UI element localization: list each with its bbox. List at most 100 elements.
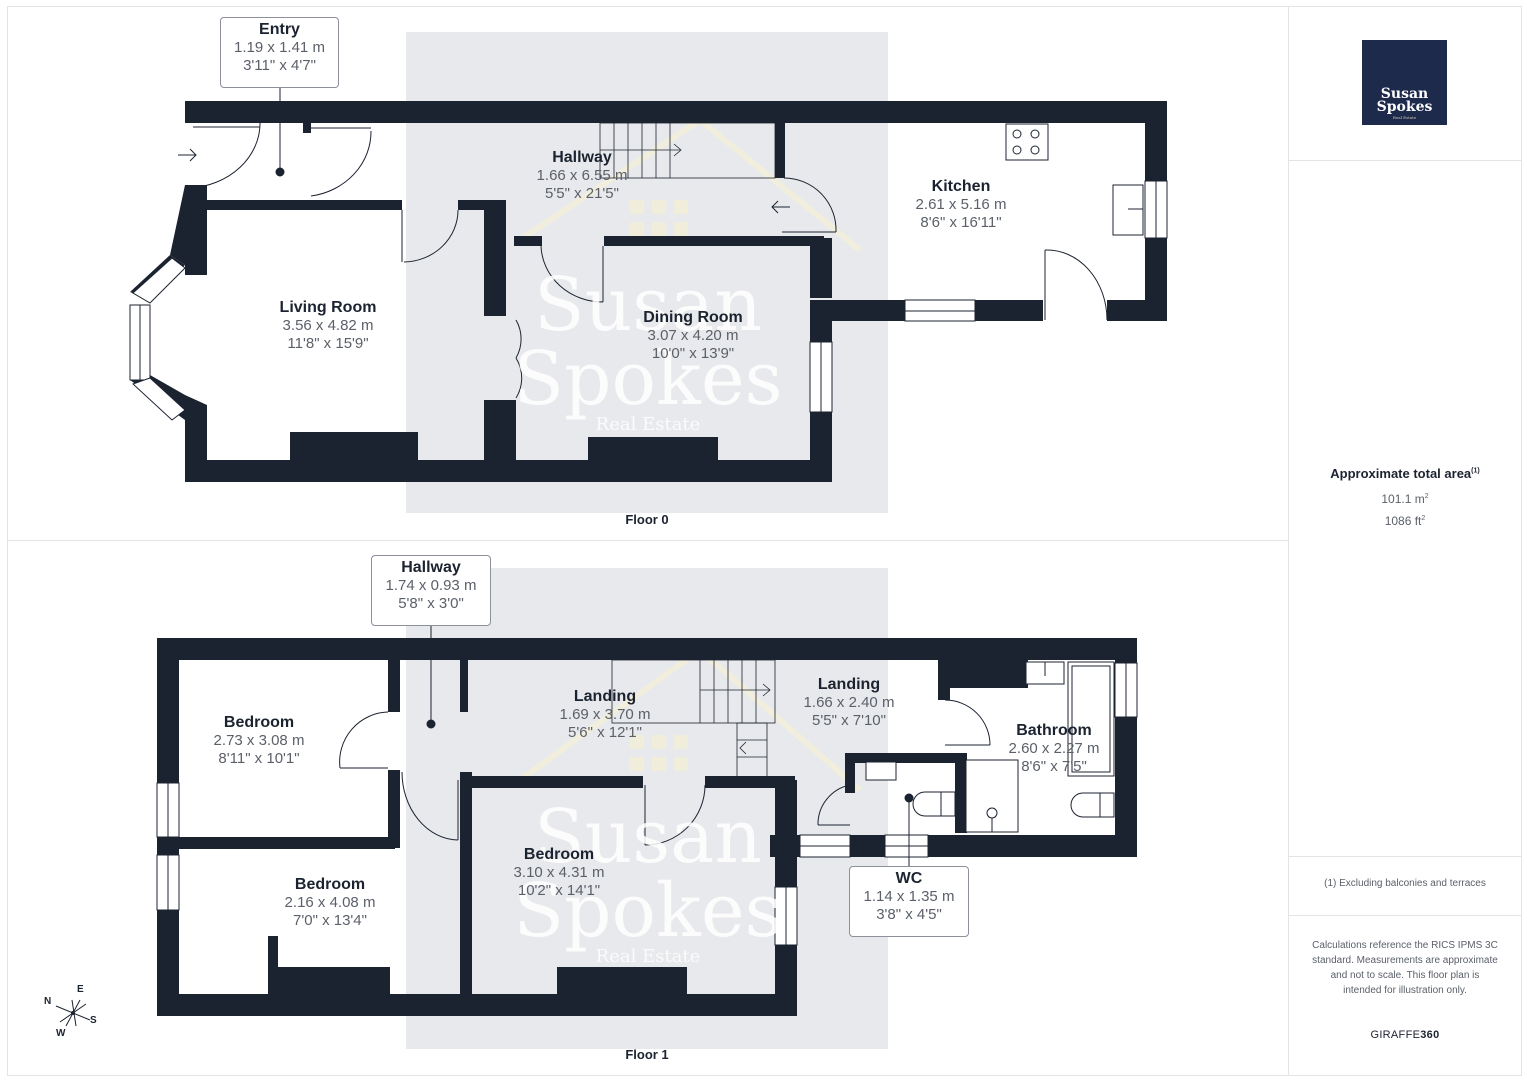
room-label-kitchen: Kitchen 2.61 x 5.16 m 8'6" x 16'11"	[916, 178, 1007, 231]
logo-line3: Real Estate	[1392, 115, 1417, 120]
disclaimer: Calculations reference the RICS IPMS 3C …	[1312, 940, 1498, 996]
room-name: Landing	[573, 688, 637, 705]
compass-e: E	[77, 984, 84, 995]
room-label-hallway-0: Hallway 1.66 x 6.55 m 5'5" x 21'5"	[537, 149, 628, 202]
room-label-landing-1: Landing 1.69 x 3.70 m 5'6" x 12'1"	[560, 688, 651, 741]
room-metric: 2.61 x 5.16 m	[915, 196, 1007, 214]
compass-n: N	[44, 996, 52, 1007]
giraffe360-brand: GIRAFFE360	[1289, 1029, 1521, 1041]
room-imperial: 5'5" x 7'10"	[812, 711, 886, 729]
company-logo: Susan Spokes Real Estate	[1362, 40, 1447, 125]
wc-callout-pin	[904, 793, 914, 866]
toilet-icon	[865, 761, 1115, 818]
sidebar-panel	[1288, 6, 1522, 1076]
brand-prefix: GIRAFFE	[1370, 1029, 1421, 1041]
room-label-bedroom-2: Bedroom 2.16 x 4.08 m 7'0" x 13'4"	[285, 876, 376, 929]
room-name: Bathroom	[1016, 722, 1092, 739]
floor-1-label: Floor 1	[625, 1047, 669, 1062]
room-imperial: 3'8" x 4'5"	[876, 906, 942, 924]
room-name: Entry	[259, 21, 300, 38]
room-name: Landing	[817, 676, 881, 693]
room-imperial: 7'0" x 13'4"	[293, 911, 367, 929]
room-imperial: 5'6" x 12'1"	[568, 723, 642, 741]
room-label-bedroom-3: Bedroom 3.10 x 4.31 m 10'2" x 14'1"	[514, 846, 605, 899]
room-name: Hallway	[552, 149, 612, 166]
room-name: Bedroom	[523, 846, 595, 863]
room-metric: 2.16 x 4.08 m	[284, 894, 376, 912]
floor-0-label: Floor 0	[625, 512, 669, 527]
sidebar-divider-mid	[1289, 856, 1521, 857]
entry-callout-pin	[275, 88, 285, 177]
room-metric: 1.19 x 1.41 m	[234, 39, 325, 57]
room-label-landing-2: Landing 1.66 x 2.40 m 5'5" x 7'10"	[804, 676, 895, 729]
area-footnote: (1) Excluding balconies and terraces	[1324, 878, 1486, 889]
room-callout-entry: Entry 1.19 x 1.41 m 3'11" x 4'7"	[220, 17, 339, 88]
room-metric: 1.66 x 2.40 m	[803, 694, 895, 712]
entry-arrow-icon	[178, 148, 790, 214]
room-imperial: 8'6" x 16'11"	[920, 213, 1002, 231]
room-imperial: 11'8" x 15'9"	[287, 334, 369, 352]
room-label-bedroom-1: Bedroom 2.73 x 3.08 m 8'11" x 10'1"	[214, 714, 305, 767]
room-imperial: 5'5" x 21'5"	[545, 184, 619, 202]
area-metric: 101.1 m2	[1289, 492, 1521, 506]
floor-1-doors	[339, 699, 991, 846]
room-name: Living Room	[279, 299, 377, 316]
room-imperial: 5'8" x 3'0"	[398, 595, 464, 613]
area-metric-value: 101.1 m	[1381, 492, 1425, 506]
logo-line1: Susan	[1380, 86, 1429, 102]
area-metric-exponent: 2	[1424, 493, 1429, 500]
room-imperial: 10'2" x 14'1"	[517, 881, 601, 899]
area-footnote-marker: (1)	[1471, 467, 1480, 475]
sink-icon	[1112, 184, 1144, 236]
room-metric: 1.66 x 6.55 m	[536, 167, 628, 185]
room-name: Bedroom	[223, 714, 295, 731]
floor-0-doors	[189, 122, 1108, 399]
room-imperial: 3'11" x 4'7"	[243, 57, 316, 75]
floor-0-stairs	[599, 122, 776, 179]
room-name: Dining Room	[643, 309, 743, 326]
room-label-living-room: Living Room 3.56 x 4.82 m 11'8" x 15'9"	[280, 299, 377, 352]
watermark-window-icon	[630, 200, 688, 771]
area-title: Approximate total area(1)	[1289, 466, 1521, 481]
compass-rose-icon	[55, 999, 91, 1027]
room-metric: 2.60 x 2.27 m	[1008, 740, 1100, 758]
room-metric: 3.07 x 4.20 m	[647, 327, 739, 345]
room-name: Kitchen	[931, 178, 991, 195]
room-label-dining-room: Dining Room 3.07 x 4.20 m 10'0" x 13'9"	[643, 309, 743, 362]
area-title-text: Approximate total area	[1330, 466, 1472, 481]
room-metric: 2.73 x 3.08 m	[213, 732, 305, 750]
hallway-callout-pin	[426, 626, 436, 729]
logo-line2: Spokes	[1376, 99, 1433, 115]
room-imperial: 8'6" x 7'5"	[1021, 757, 1087, 775]
sidebar-divider-top	[1289, 160, 1521, 161]
bathtub-icon	[1067, 661, 1115, 777]
room-imperial: 8'11" x 10'1"	[218, 749, 300, 767]
room-metric: 1.14 x 1.35 m	[863, 888, 955, 906]
bathroom-sink-icon	[1025, 661, 1065, 685]
hob-icon	[1005, 123, 1049, 161]
floor-1-walls	[157, 638, 1137, 1016]
room-metric: 1.74 x 0.93 m	[385, 577, 477, 595]
room-metric: 1.69 x 3.70 m	[559, 706, 651, 724]
room-imperial: 10'0" x 13'9"	[651, 344, 735, 362]
room-callout-wc: WC 1.14 x 1.35 m 3'8" x 4'5"	[849, 866, 969, 937]
room-label-bathroom: Bathroom 2.60 x 2.27 m 8'6" x 7'5"	[1009, 722, 1100, 775]
sidebar-divider-bottom	[1289, 915, 1521, 916]
room-name: WC	[895, 870, 923, 887]
brand-suffix: 360	[1420, 1029, 1440, 1041]
floor-0-windows	[809, 180, 1168, 413]
compass-s: S	[90, 1015, 97, 1026]
shower-icon	[965, 759, 1019, 833]
room-name: Bedroom	[294, 876, 366, 893]
bay-window	[129, 257, 186, 421]
room-name: Hallway	[401, 559, 461, 576]
area-imperial-exponent: 2	[1421, 515, 1426, 522]
floor-1-windows	[156, 662, 1138, 946]
area-imperial-value: 1086 ft	[1384, 514, 1422, 528]
compass-w: W	[56, 1028, 66, 1039]
room-metric: 3.10 x 4.31 m	[513, 864, 605, 882]
floor-1-stairs	[611, 659, 776, 779]
room-metric: 3.56 x 4.82 m	[282, 317, 374, 335]
room-callout-hallway-1: Hallway 1.74 x 0.93 m 5'8" x 3'0"	[371, 555, 491, 626]
